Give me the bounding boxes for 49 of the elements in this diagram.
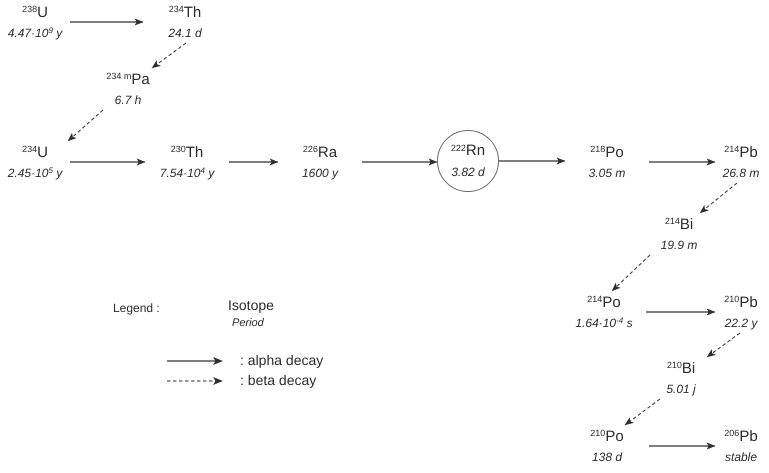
isotope-label: $^{222}$Rn: [450, 142, 486, 160]
isotope-label: $^{226}$Ra: [302, 144, 338, 162]
isotope-label: $^{210}$Po: [590, 428, 624, 446]
isotope-label: $^{214}$Bi: [664, 216, 694, 234]
arrow: [70, 18, 144, 26]
dashed-arrow: [706, 332, 740, 358]
dashed-arrow: [152, 42, 186, 68]
period-key-label: Period: [232, 316, 264, 330]
isotope-label: $^{234 m}$Pa: [106, 70, 150, 88]
arrow: [649, 158, 716, 166]
legend-heading: Legend :: [113, 300, 160, 316]
isotope-key-label: Isotope: [228, 297, 274, 314]
half-life-label: 6.7 h: [114, 92, 142, 108]
arrow: [499, 157, 566, 165]
isotope-label: $^{214}$Pb: [724, 144, 758, 162]
half-life-label: 26.8 m: [722, 164, 760, 180]
isotope-label: $^{234}$U: [22, 144, 48, 162]
arrow: [649, 442, 716, 450]
isotope-label: $^{210}$Pb: [724, 294, 758, 312]
half-life-label: 24.1 d: [168, 24, 202, 40]
dashed-arrow: [700, 182, 738, 214]
isotope-label: $^{230}$Th: [170, 144, 204, 162]
isotope-label: $^{210}$Bi: [666, 360, 696, 378]
dashed-arrow: [68, 110, 104, 142]
arrow: [70, 158, 146, 166]
isotope-label: $^{238}$U: [22, 4, 48, 22]
legend-label: : beta decay: [240, 372, 316, 389]
isotope-label: $^{234}$Th: [168, 4, 202, 22]
half-life-label: 3.05 m: [588, 164, 626, 180]
dashed-arrow: [624, 398, 660, 426]
half-life-label: 22.2 y: [724, 314, 758, 330]
half-life-label: 1.64·10$^{-4}$ s: [575, 314, 633, 330]
half-life-label: 19.9 m: [660, 236, 698, 252]
legend-label: : alpha decay: [240, 352, 324, 369]
half-life-label: 2.45·10$^{5}$ y: [8, 164, 62, 180]
half-life-label: 138 d: [592, 448, 622, 464]
isotope-label: $^{214}$Po: [587, 294, 621, 312]
half-life-label: 1600 y: [302, 164, 338, 180]
arrow: [229, 158, 278, 166]
arrow: [362, 158, 438, 166]
half-life-label: 3.82 d: [451, 164, 485, 180]
isotope-label: $^{218}$Po: [590, 144, 624, 162]
isotope-label: $^{206}$Pb: [724, 428, 758, 446]
arrow: [646, 308, 716, 316]
half-life-label: 4.47·10$^{9}$ y: [8, 24, 62, 40]
half-life-label: 7.54·10$^{4}$ y: [160, 164, 214, 180]
half-life-label: stable: [724, 448, 758, 464]
dashed-arrow: [612, 254, 650, 292]
half-life-label: 5.01 j: [666, 380, 696, 396]
